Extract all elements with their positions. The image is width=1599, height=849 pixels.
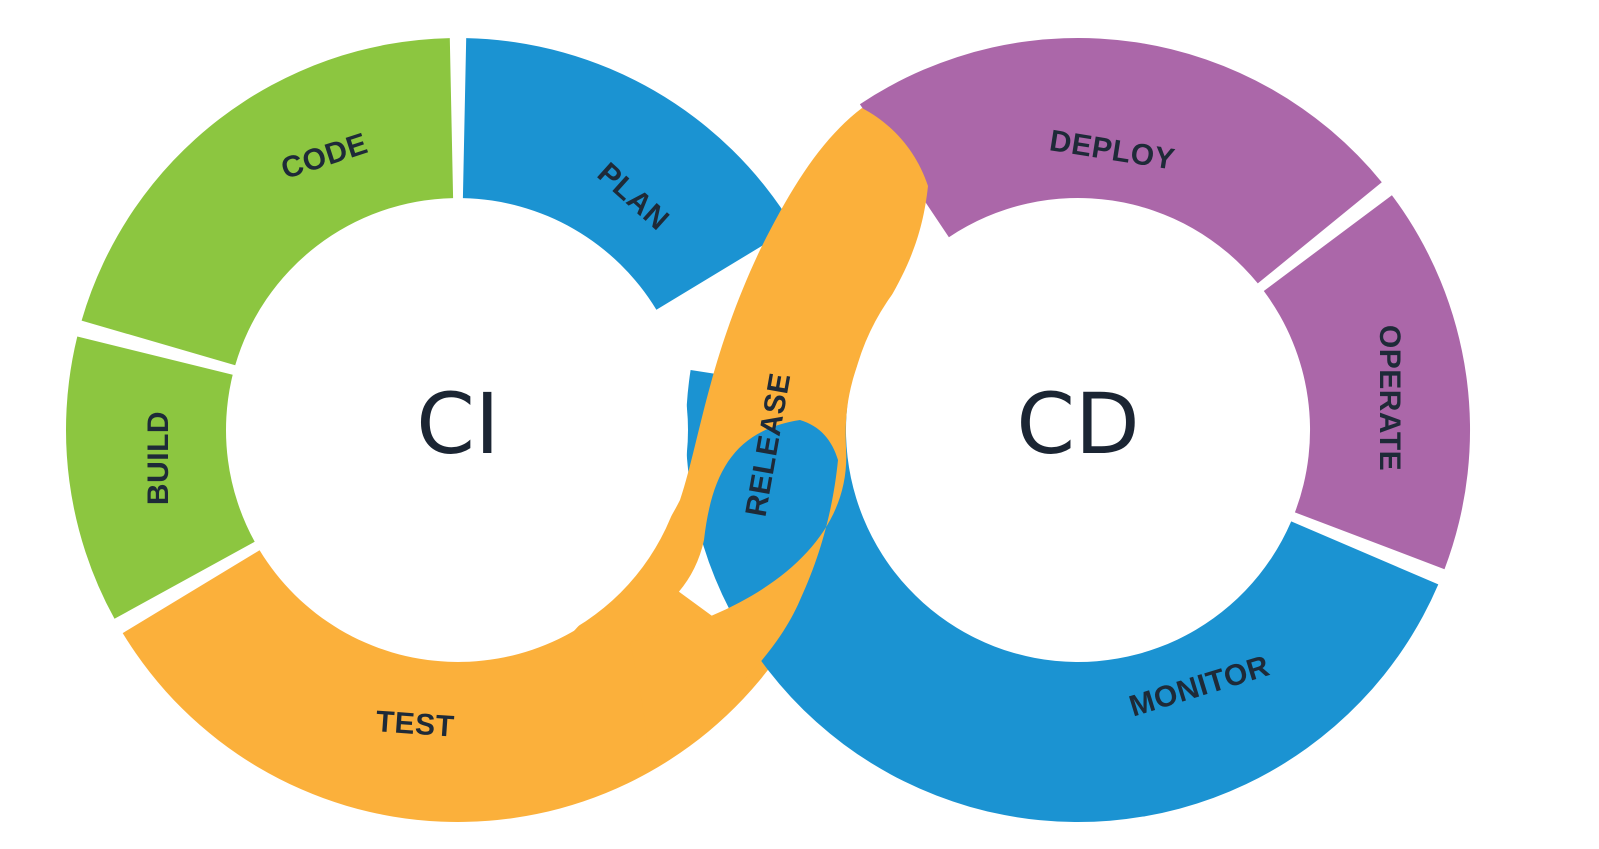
segment-code	[81, 38, 454, 366]
segment-deploy	[859, 37, 1382, 284]
stage-label-test: TEST	[375, 705, 456, 743]
cd-center-disc	[848, 200, 1308, 660]
segment-build	[66, 336, 255, 619]
segment-monitor	[685, 370, 1439, 823]
segment-release	[566, 108, 928, 760]
segment-plan	[462, 38, 794, 310]
ci-center-label: CI	[416, 375, 499, 473]
stage-label-build: BUILD	[142, 411, 175, 505]
cd-center-label: CD	[1016, 375, 1139, 473]
diagram-segments	[66, 37, 1471, 823]
segment-operate	[1263, 195, 1471, 570]
ci-center-disc	[228, 200, 688, 660]
stage-label-operate: OPERATE	[1373, 325, 1406, 471]
